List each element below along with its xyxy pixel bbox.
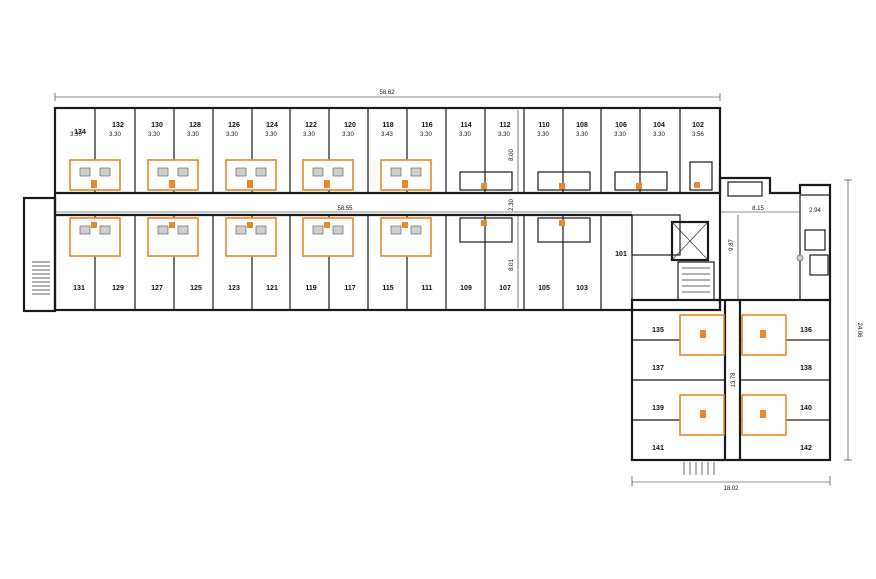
room-number: 132 [112, 122, 124, 129]
wing-depth-top-label: 8.00 [509, 149, 515, 161]
room-width: 3.30 [342, 132, 354, 138]
total-length-dimension: 58.62 [54, 90, 721, 101]
east-lobby: 8.15 2.94 [718, 176, 832, 301]
room-number: 105 [538, 285, 550, 292]
room-number-lobby: 101 [615, 251, 627, 258]
room-width: 3.30 [187, 132, 199, 138]
lobby-width-label: 8.15 [752, 206, 764, 212]
room-number: 140 [800, 405, 812, 412]
room-number: 122 [305, 122, 317, 129]
service-room-label: 2.94 [809, 208, 821, 214]
south-bathroom-pods [69, 217, 591, 257]
room-number: 137 [652, 365, 664, 372]
room-number: 123 [228, 285, 240, 292]
room-width: 3.30 [70, 132, 82, 138]
room-width: 3.56 [692, 132, 704, 138]
room-number: 138 [800, 365, 812, 372]
room-number: 110 [538, 122, 549, 129]
room-number: 103 [576, 285, 588, 292]
room-number: 124 [266, 122, 278, 129]
room-width: 3.30 [226, 132, 238, 138]
room-number: 118 [382, 122, 393, 129]
south-room-labels: 131 129 127 125 123 121 119 117 115 111 … [73, 251, 627, 292]
corridor-width-label: 2.30 [509, 199, 515, 211]
room-width: 3.43 [381, 132, 393, 138]
annex-room-labels: 135 137 139 141 136 138 140 142 [652, 327, 812, 452]
annex-height-label: 24.06 [856, 322, 862, 338]
room-width: 3.30 [148, 132, 160, 138]
room-number: 129 [112, 285, 124, 292]
room-number: 142 [800, 445, 812, 452]
room-number: 126 [228, 122, 240, 129]
room-number: 119 [305, 285, 316, 292]
annex-block: 13.78 18.02 24.06 [630, 179, 862, 492]
room-number: 111 [422, 285, 433, 292]
room-number: 130 [151, 122, 163, 129]
room-number: 102 [692, 122, 704, 129]
north-bathroom-pods [69, 159, 713, 191]
room-width: 3.30 [303, 132, 315, 138]
room-number: 115 [382, 285, 393, 292]
room-width: 3.30 [265, 132, 277, 138]
room-number: 117 [344, 285, 355, 292]
room-width: 3.30 [576, 132, 588, 138]
left-stair [32, 261, 50, 295]
room-number: 112 [499, 122, 510, 129]
room-number: 114 [460, 122, 471, 129]
room-number: 136 [800, 327, 812, 334]
annex-corridor-label: 13.78 [731, 372, 737, 388]
room-number: 128 [189, 122, 201, 129]
room-number: 104 [653, 122, 665, 129]
room-number: 109 [460, 285, 472, 292]
room-number: 127 [151, 285, 163, 292]
north-room-labels: 134 3.30 132 3.30 130 3.30 128 3.30 126 … [70, 122, 704, 138]
north-partitions [94, 108, 681, 193]
room-width: 3.30 [459, 132, 471, 138]
room-number: 106 [615, 122, 627, 129]
room-width: 3.30 [109, 132, 121, 138]
room-width: 3.30 [420, 132, 432, 138]
room-number: 141 [652, 445, 664, 452]
room-number: 139 [652, 405, 664, 412]
room-width: 3.30 [653, 132, 665, 138]
room-number: 131 [73, 285, 85, 292]
room-number: 134 [74, 129, 86, 136]
room-number: 120 [344, 122, 356, 129]
room-width: 3.30 [537, 132, 549, 138]
room-width: 3.30 [498, 132, 510, 138]
room-number: 116 [421, 122, 432, 129]
room-number: 135 [652, 327, 664, 334]
central-core: 9.87 [631, 214, 739, 301]
room-number: 108 [576, 122, 588, 129]
room-number: 107 [499, 285, 511, 292]
annex-width-label: 18.02 [723, 486, 739, 492]
room-width: 3.30 [614, 132, 626, 138]
main-wing-walls: 58.55 8.00 8.01 2.30 [22, 106, 722, 313]
room-number: 121 [266, 285, 278, 292]
stair-core-label: 9.87 [729, 239, 735, 251]
corridor-length-label: 58.55 [337, 206, 353, 212]
wing-depth-bottom-label: 8.01 [509, 259, 515, 271]
total-length-label: 58.62 [379, 90, 395, 96]
room-number: 125 [190, 285, 202, 292]
